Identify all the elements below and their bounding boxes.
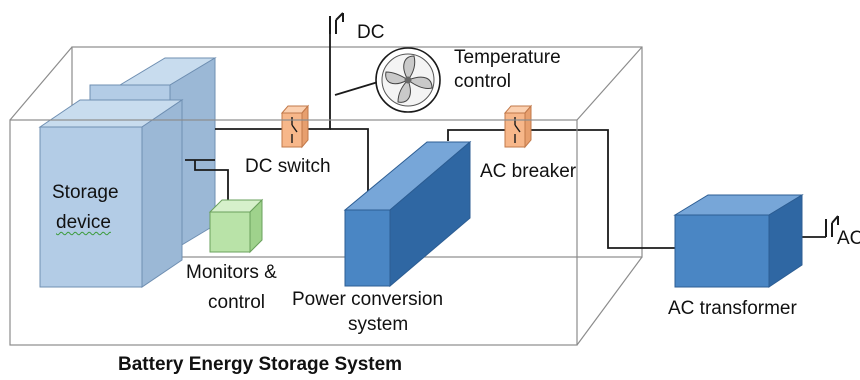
enclosure-front: [9, 46, 643, 346]
monitors-control-box: [208, 198, 264, 254]
dc-switch-label: DC switch: [245, 156, 331, 177]
switch-symbol-icon: [291, 117, 298, 143]
monitors-control-label-line1: Monitors &: [186, 262, 277, 283]
storage-device-label-line1: Storage: [52, 182, 119, 203]
temperature-control-label-line1: Temperature: [454, 47, 561, 68]
dc-switch: [280, 104, 310, 149]
temperature-control-label-line2: control: [454, 71, 512, 92]
power-terminal-icon: [329, 12, 344, 34]
dc-output-label: DC: [357, 22, 385, 43]
diagram-title: Battery Energy Storage System: [118, 354, 403, 375]
switch-symbol-icon: [514, 117, 521, 143]
power-conversion-label-line1: Power conversion: [292, 289, 444, 310]
storage-device-label-line2: device: [56, 212, 111, 233]
ac-transformer: [673, 194, 804, 288]
power-conversion-system: [343, 140, 472, 288]
power-conversion-label-line2: system: [348, 314, 409, 335]
monitors-control-label-line2: control: [208, 292, 266, 313]
ac-breaker-label: AC breaker: [480, 161, 577, 182]
ac-breaker: [503, 104, 533, 149]
power-terminal-icon: [825, 215, 839, 237]
fan-icon: [375, 47, 441, 113]
ac-transformer-label: AC transformer: [668, 298, 797, 319]
ac-output-label: AC: [837, 228, 860, 249]
